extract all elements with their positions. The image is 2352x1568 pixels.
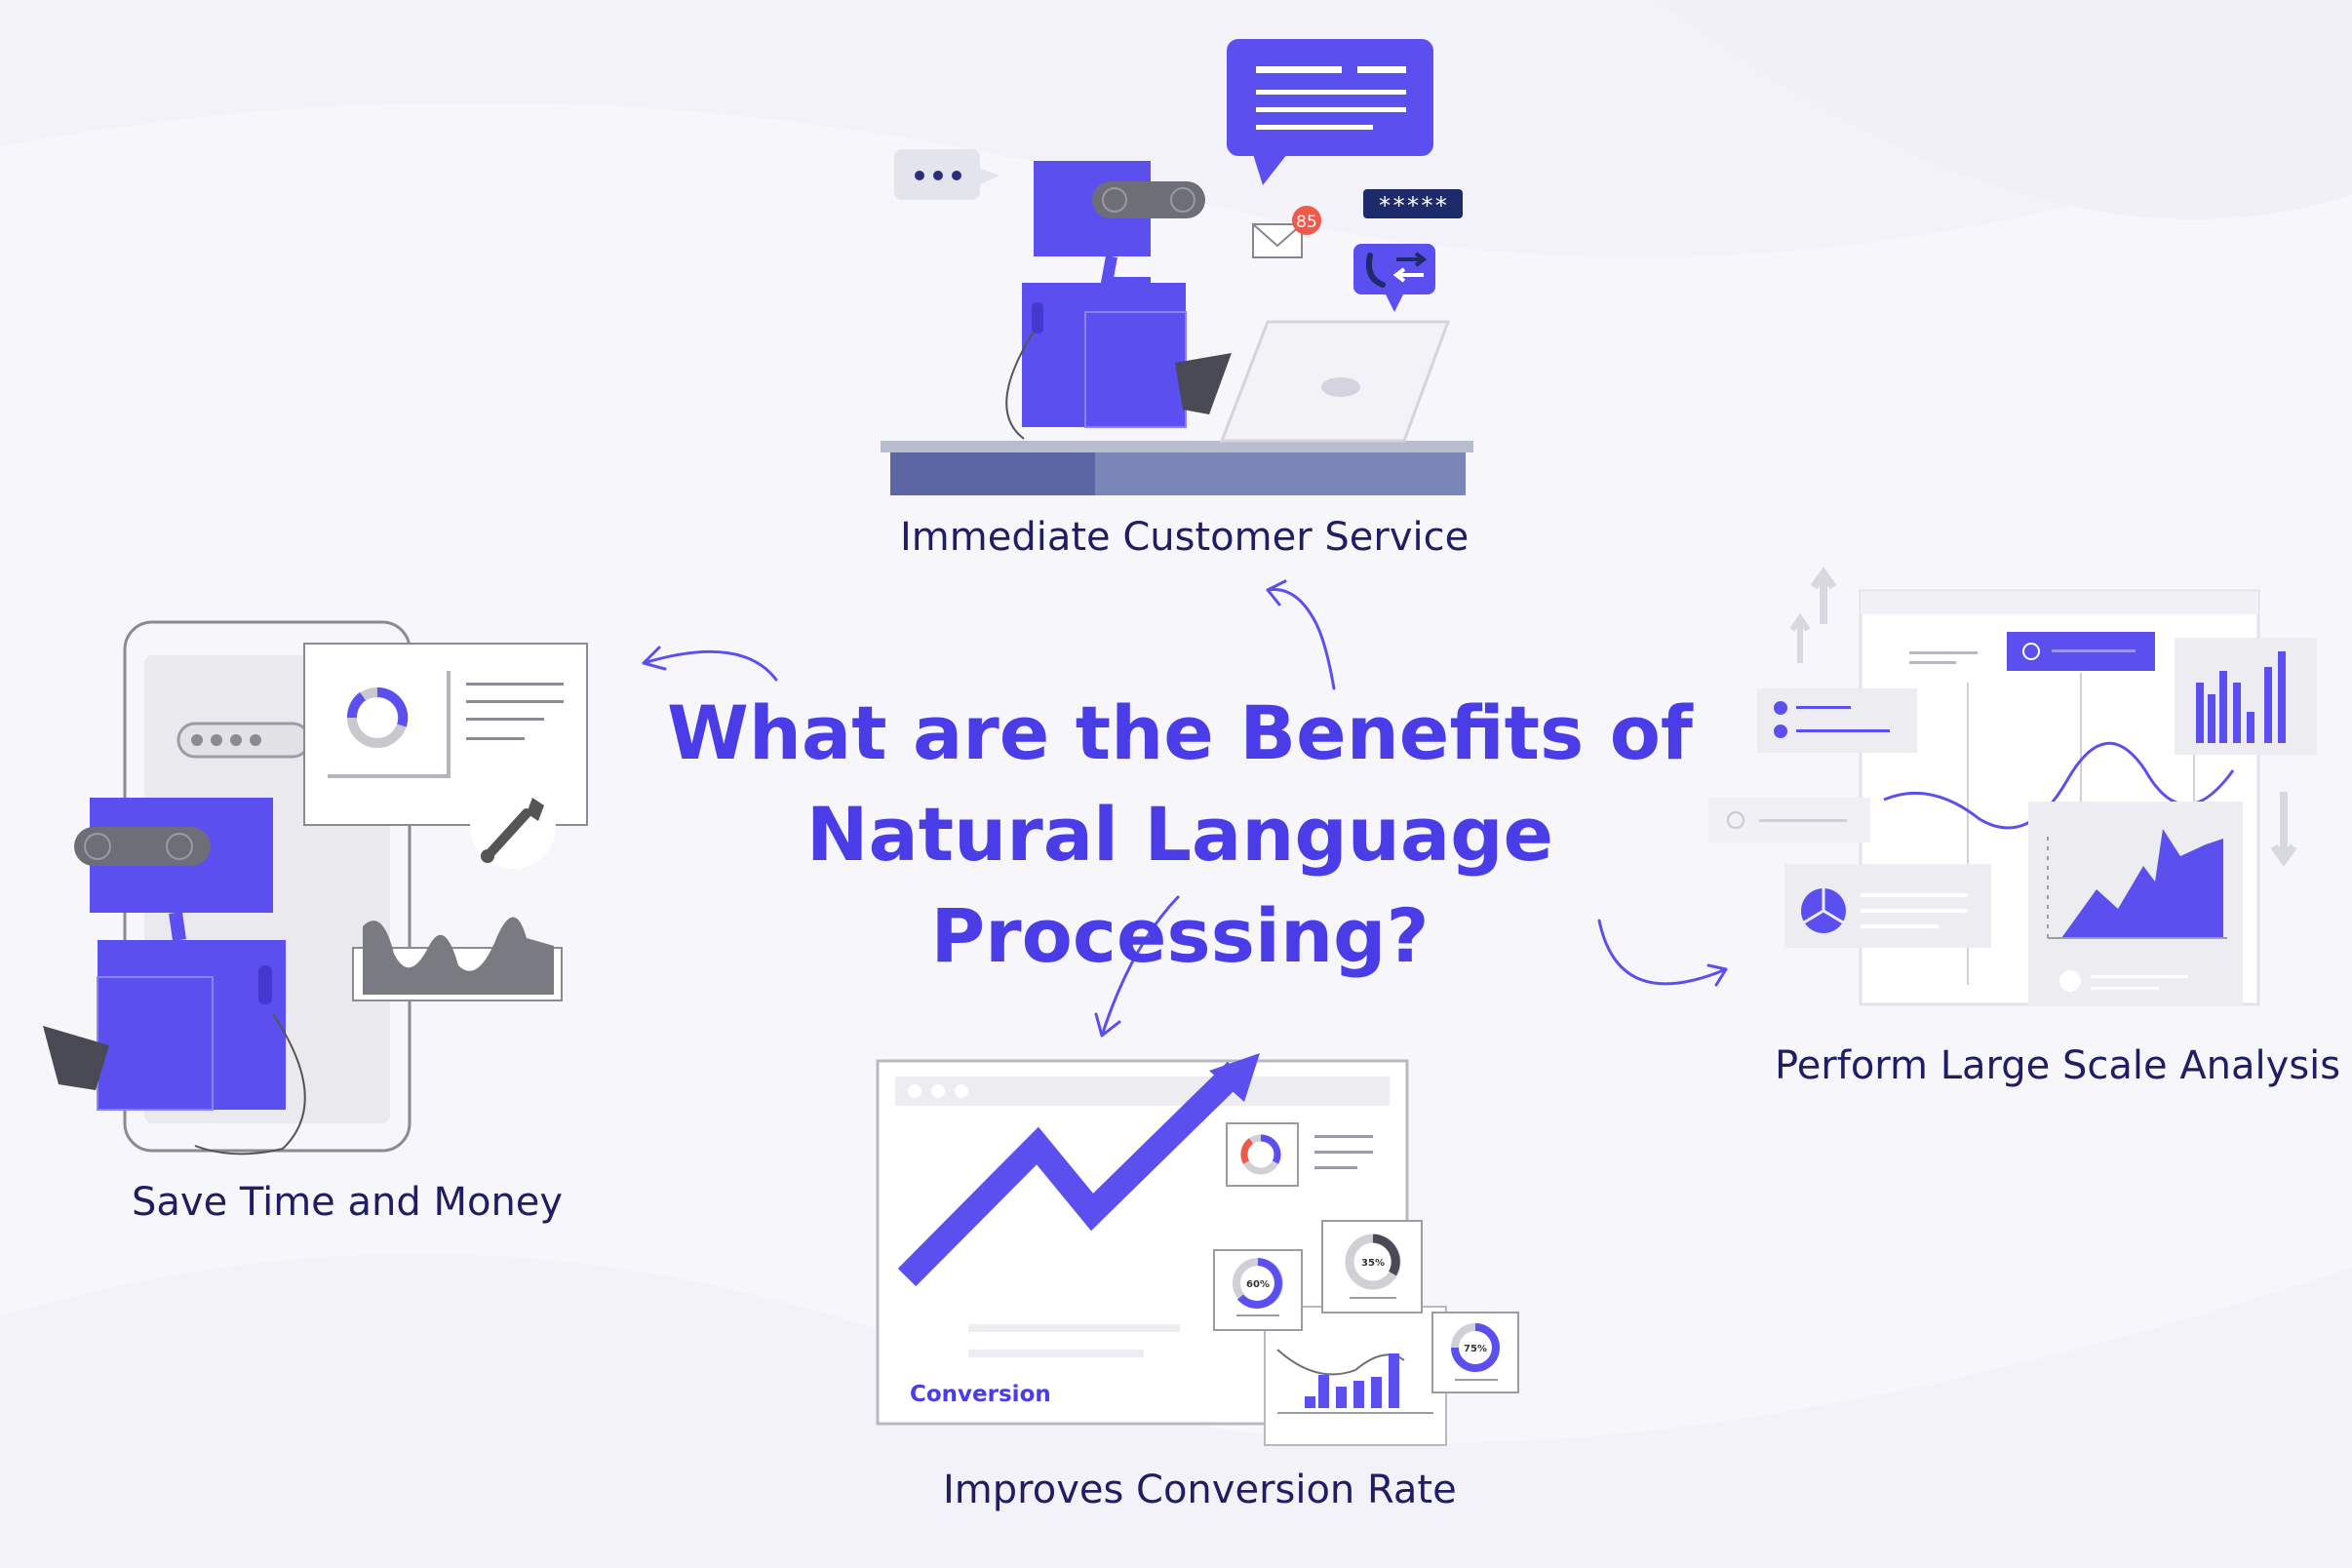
wrench-icon [470, 783, 556, 869]
connector-arrows [642, 579, 1728, 1038]
trend-arrow-icon [897, 1053, 1260, 1287]
label-conversion-rate: Improves Conversion Rate [943, 1468, 1457, 1512]
area-chart-icon [2028, 802, 2243, 1006]
label-save-time-money: Save Time and Money [132, 1180, 564, 1225]
password-field: ***** [1363, 189, 1463, 219]
robot-icon [43, 798, 306, 1156]
arrow-to-customer-service [1266, 587, 1336, 690]
donut-75-card: 75% [1431, 1312, 1519, 1393]
mail-count: 85 [1296, 213, 1317, 232]
robot-icon [1005, 161, 1232, 440]
label-customer-service: Immediate Customer Service [900, 515, 1470, 560]
donut-60-label: 60% [1246, 1279, 1270, 1290]
pie-chart-icon [1784, 864, 1991, 948]
mail-badge [1292, 206, 1321, 235]
title-line-2: Natural Language Processing? [805, 791, 1554, 979]
password-mask: ***** [1378, 192, 1448, 219]
donut-chart-icon [347, 686, 409, 748]
typing-bubble-icon [894, 149, 1000, 200]
conversion-rate-illustration: Conversion 60% [876, 1053, 1519, 1446]
conversion-card-label: Conversion [910, 1382, 1051, 1407]
analysis-illustration [1708, 567, 2317, 1006]
phone-icon [1353, 244, 1435, 312]
donut-75-label: 75% [1464, 1344, 1487, 1354]
donut-35-card: 35% [1321, 1220, 1423, 1313]
donut-35-label: 35% [1361, 1258, 1385, 1269]
mail-icon: 85 [1252, 206, 1321, 258]
donut-60-card: 60% [1213, 1249, 1303, 1331]
label-large-scale-analysis: Perform Large Scale Analysis [1775, 1043, 2341, 1088]
chat-bubble-icon [1227, 39, 1433, 185]
diagram-title: What are the Benefits of Natural Languag… [624, 683, 1736, 987]
title-line-1: What are the Benefits of [667, 689, 1693, 776]
save-time-illustration [43, 620, 588, 1156]
customer-service-illustration: 85 ***** [881, 39, 1473, 495]
arrow-to-save-time [642, 649, 778, 682]
bar-chart-icon [1305, 1353, 1399, 1408]
arrow-to-conversion [1100, 895, 1180, 1038]
arrow-to-analysis [1597, 919, 1728, 986]
bar-chart-icon [2175, 638, 2317, 755]
